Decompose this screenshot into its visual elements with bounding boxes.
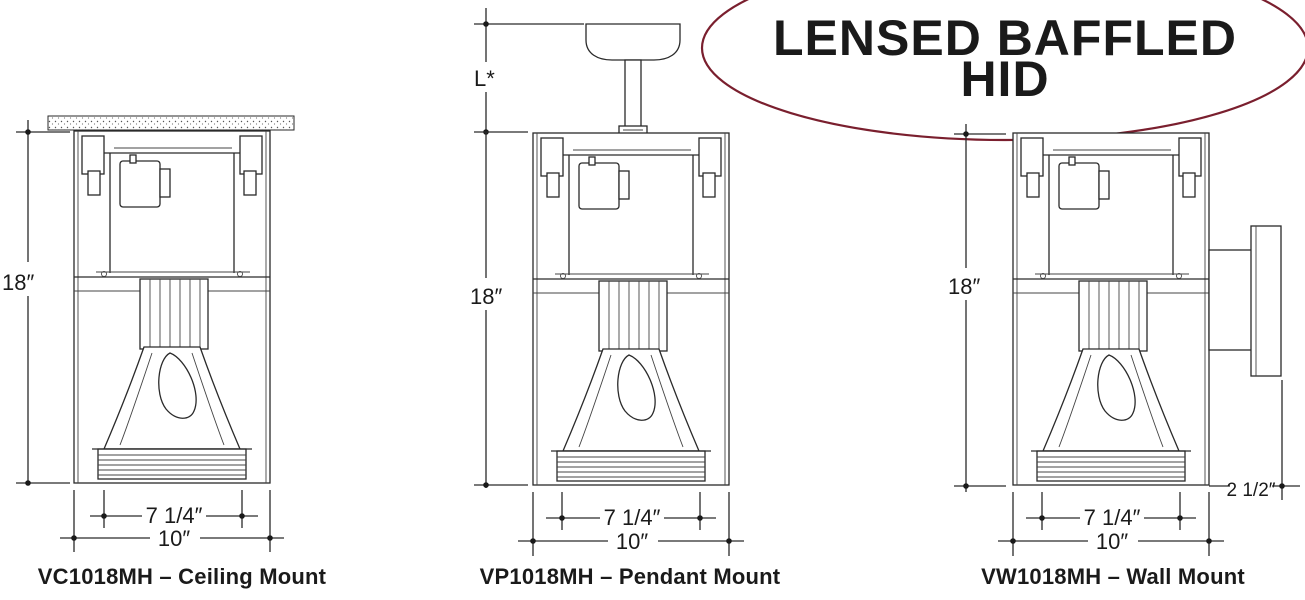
title-line-1: LENSED BAFFLED xyxy=(773,10,1237,66)
wall-plate xyxy=(1250,225,1282,377)
height-dimension: 18″ xyxy=(468,131,528,488)
height-dimension: 18″ xyxy=(0,120,70,486)
outer-width-label: 10″ xyxy=(616,529,648,554)
fixture-caption: VP1018MH – Pendant Mount xyxy=(480,564,781,589)
depth-label: 2 1/2″ xyxy=(1227,480,1276,501)
height-label: 18″ xyxy=(948,274,980,299)
outer-width-label: 10″ xyxy=(1096,529,1128,554)
outer-width-label: 10″ xyxy=(158,526,190,551)
fixture-body-drawing xyxy=(73,130,271,484)
ceiling-mount-fixture: 18″ 7 1/4″ 10″ VC1018MH – Ceiling Mount xyxy=(0,115,327,589)
title-oval xyxy=(700,0,1305,142)
height-label: 18″ xyxy=(470,284,502,309)
title-badge: LENSED BAFFLED HID xyxy=(700,0,1305,142)
height-label: 18″ xyxy=(2,270,34,295)
inner-width-label: 7 1/4″ xyxy=(604,505,661,530)
wall-arm xyxy=(1208,249,1254,351)
width-dimensions: 7 1/4″ 10″ xyxy=(60,490,284,552)
depth-dimension: 2 1/2″ xyxy=(1209,380,1300,501)
width-dimensions: 7 1/4″ 10″ xyxy=(518,492,744,556)
fixture-body-drawing xyxy=(532,132,730,486)
pendant-length-label: L* xyxy=(474,66,495,91)
width-dimensions: 7 1/4″ 10″ xyxy=(998,492,1224,556)
height-dimension: 18″ xyxy=(946,124,1006,492)
pendant-mount-fixture: L* 18″ 7 1/4″ 10″ VP1018 xyxy=(468,8,781,589)
canopy xyxy=(585,23,681,61)
inner-width-label: 7 1/4″ xyxy=(146,503,203,528)
wall-mount-fixture: 18″ 2 1/2″ 7 1/4″ 10″ VW1018MH xyxy=(946,124,1300,589)
pendant-length-dimension: L* xyxy=(472,8,584,135)
fixture-caption: VC1018MH – Ceiling Mount xyxy=(38,564,327,589)
ceiling-surface xyxy=(47,115,295,131)
fixture-body-drawing xyxy=(1012,132,1210,486)
inner-width-label: 7 1/4″ xyxy=(1084,505,1141,530)
title-line-2: HID xyxy=(960,51,1049,107)
fixture-caption: VW1018MH – Wall Mount xyxy=(981,564,1245,589)
